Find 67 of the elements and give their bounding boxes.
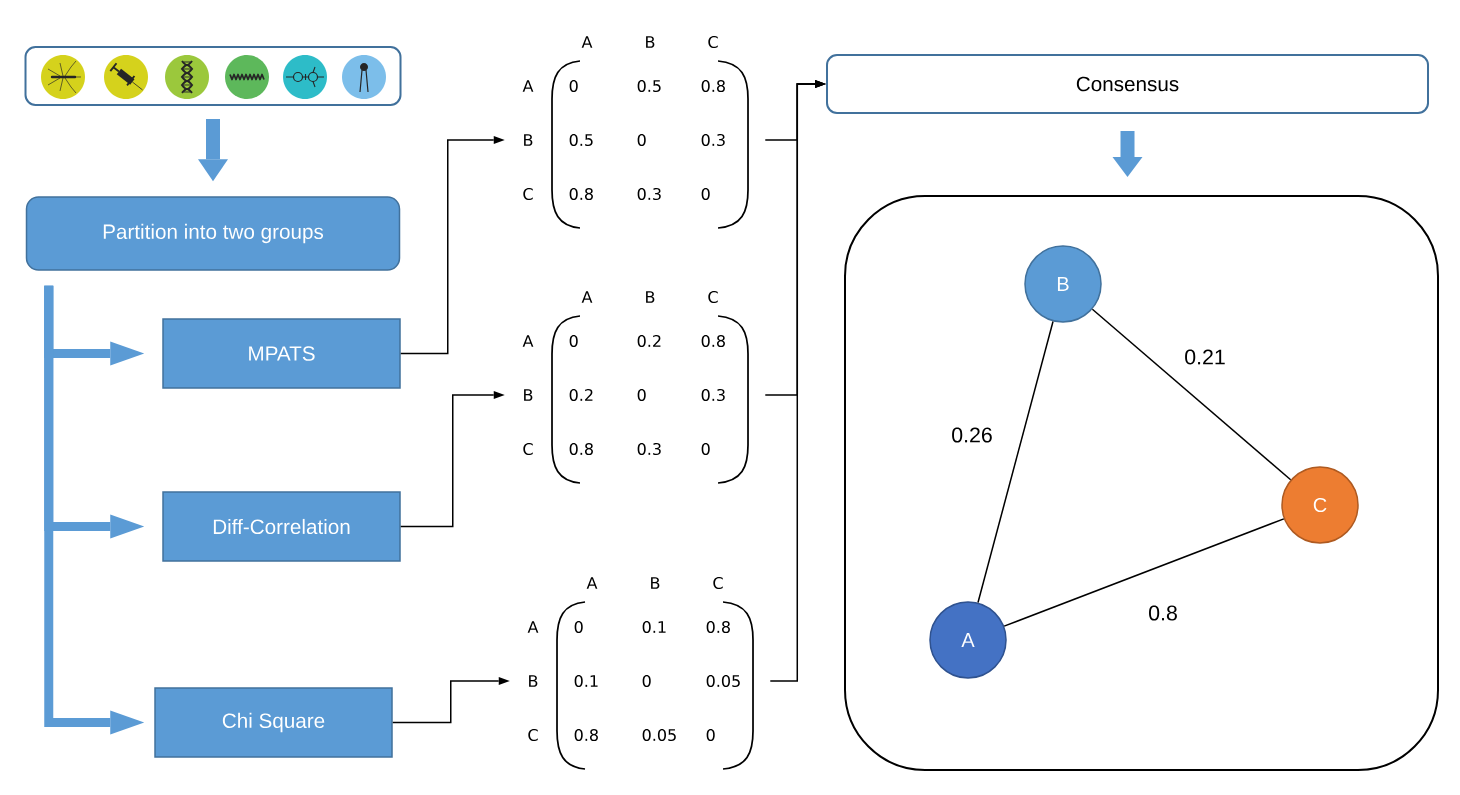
arrow bbox=[769, 80, 826, 682]
matrix-cell: 0.8 bbox=[569, 442, 593, 456]
matrix-cell: 0 bbox=[569, 79, 578, 93]
row-label: B bbox=[524, 134, 533, 146]
matrix-cell: 0.05 bbox=[642, 728, 676, 742]
block-arrow bbox=[1112, 131, 1143, 177]
matrix-cell: 0.5 bbox=[569, 133, 593, 147]
matrix-cell: 0.8 bbox=[569, 187, 593, 201]
graph-node: B bbox=[1024, 245, 1102, 323]
matrix-cell: 0.2 bbox=[637, 334, 661, 348]
matrix-cell: 0.3 bbox=[701, 388, 725, 402]
column-label: C bbox=[713, 576, 723, 590]
matrix-cell: 0 bbox=[637, 133, 646, 147]
edge-line bbox=[1003, 518, 1285, 627]
matrix-cell: 0.8 bbox=[706, 620, 730, 634]
column-label: A bbox=[581, 36, 593, 48]
row-label: C bbox=[523, 187, 533, 201]
edge-label: 0.21 bbox=[1182, 348, 1228, 366]
process-box: Partition into two groups bbox=[25, 196, 401, 271]
column-label: C bbox=[708, 35, 718, 49]
column-label: A bbox=[581, 291, 593, 303]
row-label: A bbox=[527, 621, 539, 633]
column-label: B bbox=[646, 36, 655, 48]
arrow bbox=[44, 285, 145, 735]
row-label: B bbox=[524, 389, 533, 401]
graph-node: C bbox=[1281, 466, 1359, 544]
matrix-cell: 0.05 bbox=[706, 674, 740, 688]
matrix-cell: 0.1 bbox=[574, 674, 598, 688]
matrix-cell: 0 bbox=[701, 442, 710, 456]
matrix-cell: 0 bbox=[701, 187, 710, 201]
process-box: Diff-Correlation bbox=[162, 491, 401, 562]
block-arrow bbox=[198, 119, 228, 182]
matrix-cell: 0.8 bbox=[701, 334, 725, 348]
matrix-cell: 0 bbox=[637, 388, 646, 402]
matrix-cell: 0 bbox=[569, 334, 578, 348]
matrix-cell: 0 bbox=[642, 674, 651, 688]
process-box: Chi Square bbox=[154, 687, 393, 758]
row-label: C bbox=[528, 728, 538, 742]
edge-label: 0.8 bbox=[1146, 604, 1180, 622]
arrow bbox=[400, 136, 505, 355]
edge-line bbox=[1091, 308, 1292, 481]
matrix-cell: 0.3 bbox=[637, 442, 661, 456]
column-label: B bbox=[646, 291, 655, 303]
edge-line bbox=[977, 320, 1054, 604]
process-box: MPATS bbox=[162, 318, 401, 389]
graph-node: A bbox=[929, 601, 1007, 679]
column-label: B bbox=[651, 577, 660, 589]
row-label: B bbox=[529, 675, 538, 687]
column-label: C bbox=[708, 290, 718, 304]
edge-label: 0.26 bbox=[949, 426, 995, 444]
graph-panel bbox=[844, 195, 1439, 771]
row-label: A bbox=[522, 80, 534, 92]
matrix-cell: 0 bbox=[706, 728, 715, 742]
matrix-cell: 0.8 bbox=[574, 728, 598, 742]
row-label: A bbox=[522, 335, 534, 347]
row-label: C bbox=[523, 442, 533, 456]
matrix-cell: 0.8 bbox=[701, 79, 725, 93]
matrix-cell: 0 bbox=[574, 620, 583, 634]
matrix-cell: 0.3 bbox=[637, 187, 661, 201]
column-label: A bbox=[586, 577, 598, 589]
matrix-cell: 0.1 bbox=[642, 620, 666, 634]
matrix-cell: 0.5 bbox=[637, 79, 661, 93]
arrow bbox=[400, 391, 505, 528]
matrix-cell: 0.3 bbox=[701, 133, 725, 147]
matrix-cell: 0.2 bbox=[569, 388, 593, 402]
process-box: Consensus bbox=[826, 54, 1429, 114]
arrow bbox=[392, 677, 510, 724]
